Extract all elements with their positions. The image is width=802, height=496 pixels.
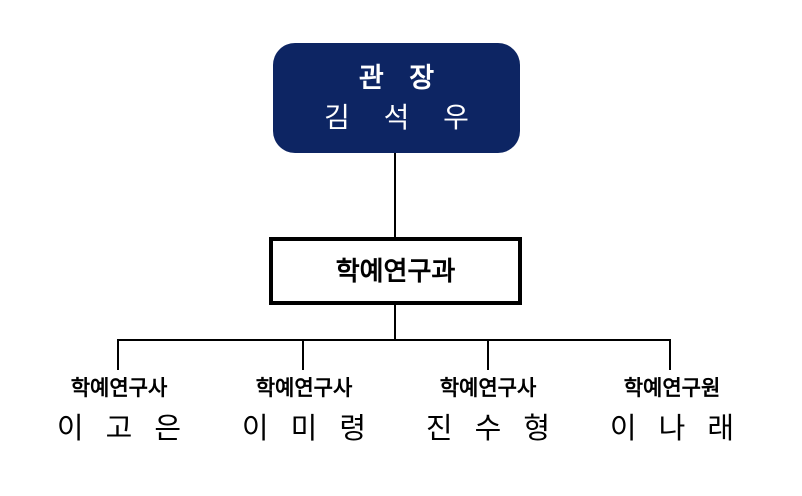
member-title: 학예연구사: [70, 377, 168, 400]
member-node-1: 학예연구사 이 고 은: [27, 376, 211, 444]
member-title: 학예연구사: [439, 377, 537, 400]
branch-drop-4: [669, 339, 671, 370]
branch-drop-1: [117, 339, 119, 370]
department-node: 학예연구과: [269, 237, 522, 305]
member-name: 이 나 래: [609, 413, 735, 446]
member-name: 진 수 형: [425, 413, 551, 446]
branch-drop-2: [302, 339, 304, 370]
member-name: 이 고 은: [56, 413, 182, 446]
director-node: 관 장 김 석 우: [273, 43, 520, 153]
member-node-3: 학예연구사 진 수 형: [396, 376, 580, 444]
member-node-2: 학예연구사 이 미 령: [212, 376, 396, 444]
member-title: 학예연구사: [255, 377, 353, 400]
connector-department-branch: [394, 305, 396, 341]
member-title: 학예연구원: [623, 377, 721, 400]
branch-horizontal-line: [117, 339, 671, 341]
director-name: 김 석 우: [324, 101, 469, 133]
connector-director-department: [394, 153, 396, 237]
director-title: 관 장: [358, 62, 435, 93]
member-name: 이 미 령: [241, 413, 367, 446]
member-node-4: 학예연구원 이 나 래: [580, 376, 764, 444]
department-label: 학예연구과: [335, 256, 456, 286]
branch-drop-3: [487, 339, 489, 370]
